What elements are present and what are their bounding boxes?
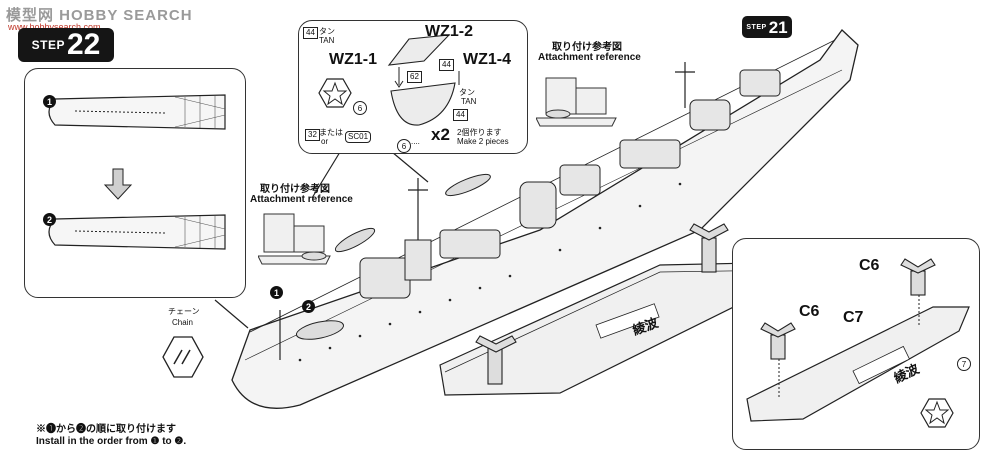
hull-detail-bottom-shape [48,214,226,250]
sc01-code: SC01 [345,131,372,143]
chain-label-en: Chain [172,318,193,327]
hull-detail-box: 1 2 [24,68,246,298]
leader-line-boat-left [311,151,341,199]
center-stand-posts [475,223,729,385]
stand-detail-box: C6 C6 C7 綾波 7 [732,238,980,450]
multiplier-x2: x2 [431,125,450,144]
stand-star-icon [924,400,950,425]
make-2-en: Make 2 pieces [457,137,509,146]
stand-detail-drawing [746,258,970,428]
boat-cover-part [387,34,451,66]
detail-marker-1: 1 [43,95,56,108]
step-21-number: 21 [768,17,788,37]
or-jp: または [319,128,343,137]
boat-drawing [318,34,460,126]
boat-assembly-box: WZ1-2 WZ1-1 WZ1-4 44 タン TAN 62 44 タン TAN… [298,20,528,154]
stand-base-shape [746,306,970,422]
color-code-44-top: 44 [303,27,318,39]
step-22-number: 22 [66,28,101,61]
step-ref-6-b: 6 [397,139,411,153]
color-code-44-right: 44 [439,59,454,71]
ref-mid-drawing [258,213,331,265]
step-21-badge: STEP 21 [742,16,792,38]
leader-line-detail [214,299,249,329]
step-22-label: STEP [31,38,65,52]
hull-detail-top-shape [48,94,226,130]
part-label-wz1-2: WZ1-2 [425,23,473,40]
part-label-c7: C7 [843,309,864,326]
boat-hull-part [390,82,456,126]
color-code-32: 32 [305,129,320,141]
part-label-wz1-4: WZ1-4 [463,51,511,68]
part-label-wz1-1: WZ1-1 [329,51,377,68]
chain-label-jp: チェーン [168,307,200,316]
dots: .... [411,137,420,146]
bow-hex-badge [162,336,204,378]
hull-portholes [298,182,682,362]
install-order-jp: ※❶から❷の順に取り付けます [36,424,176,435]
detail-marker-2: 2 [43,213,56,226]
ship-marker-2: 2 [302,300,315,313]
ref-top-jp: 取り付け参考図 [552,42,622,53]
part-label-c6-left: C6 [799,303,820,320]
ref-top-en: Attachment reference [538,52,641,63]
step-22-badge: STEP 22 [18,28,114,62]
step-21-label: STEP [746,23,767,31]
install-order-en: Install in the order from ❶ to ❷. [36,436,187,447]
make-2-jp: 2個作ります [457,128,502,137]
ref-mid-jp: 取り付け参考図 [260,184,330,195]
tan-en-top: TAN [319,36,335,45]
center-stand-nameplate-frame [595,303,660,339]
ref-mid-en: Attachment reference [250,194,353,205]
down-arrow-icon [103,168,133,200]
ship-marker-1: 1 [270,286,283,299]
star-icon [322,81,348,106]
circled-7: 7 [957,357,971,371]
ship-boats [295,173,491,340]
watermark-brand: 模型网 HOBBY SEARCH [6,7,193,24]
part-label-c6-top: C6 [859,257,880,274]
watermark-url: www.hobbysearch.com [8,22,101,32]
step-ref-6-a: 6 [353,101,367,115]
tan-jp-top: タン [319,27,335,36]
or-en: or [321,137,329,146]
color-code-44-bottom: 44 [453,109,468,121]
ship-masts [279,62,695,360]
tan-jp-right: タン [459,88,475,97]
hull-detail-drawing [48,94,226,250]
ship-superstructure [359,69,781,299]
color-code-62: 62 [407,71,422,83]
tan-en-right: TAN [461,97,477,106]
leader-line-boat-right [391,151,429,183]
ref-top-drawing [536,77,617,127]
